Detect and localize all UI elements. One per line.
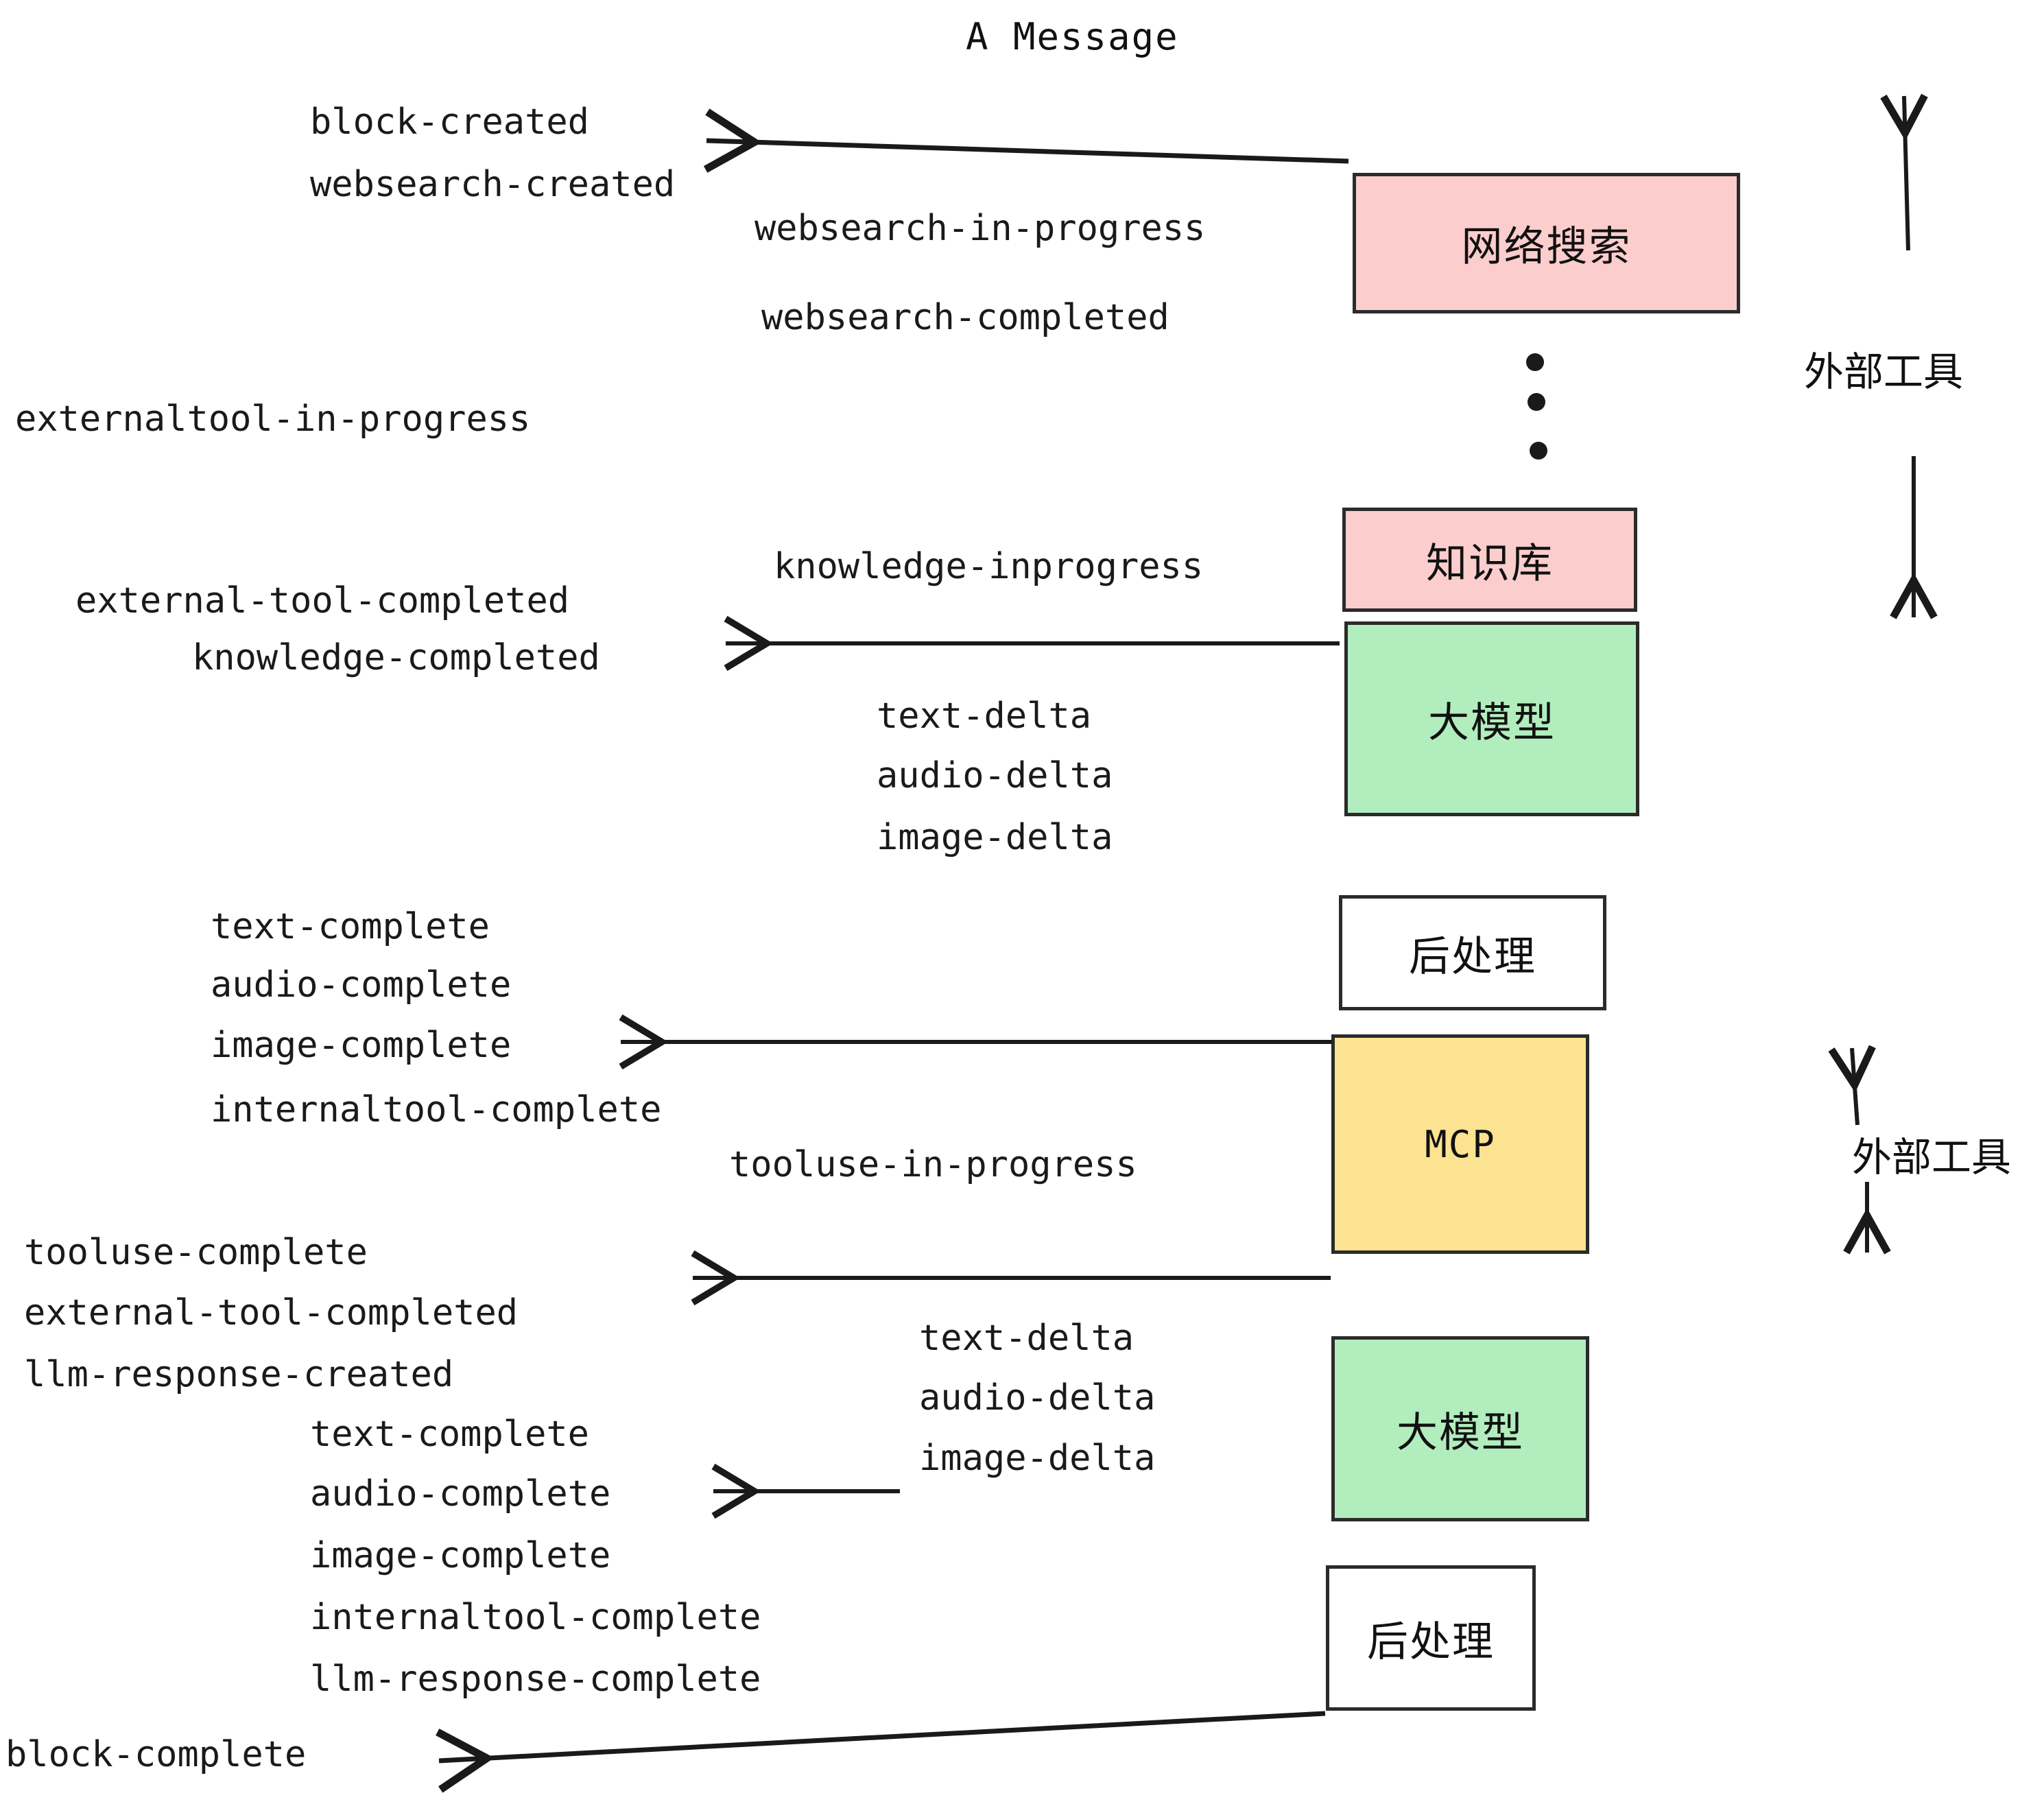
ellipsis-dot-1 bbox=[1526, 353, 1544, 371]
event-audio-delta-1: audio-delta bbox=[877, 755, 1113, 796]
ellipsis-dot-2 bbox=[1528, 393, 1545, 411]
box-mcp[interactable]: MCP bbox=[1331, 1034, 1589, 1254]
box-llm-2[interactable]: 大模型 bbox=[1331, 1336, 1589, 1521]
diagram-title: A Message bbox=[966, 15, 1179, 58]
event-text-complete-1: text-complete bbox=[211, 906, 490, 947]
event-audio-complete-2: audio-complete bbox=[310, 1473, 611, 1515]
arrow-websearch-to-block-created bbox=[706, 141, 1349, 161]
box-llm-1-label: 大模型 bbox=[1428, 698, 1556, 747]
side-label-external-tools-top: 外部工具 bbox=[1804, 348, 1964, 395]
box-postprocess-1[interactable]: 后处理 bbox=[1339, 895, 1606, 1010]
arrow-postprocess-2-to-block-complete bbox=[439, 1711, 1326, 1761]
event-tooluse-complete: tooluse-complete bbox=[24, 1232, 368, 1273]
event-knowledge-completed: knowledge-completed bbox=[192, 637, 600, 678]
event-externaltool-in-progress: externaltool-in-progress bbox=[15, 399, 531, 440]
event-image-delta-2: image-delta bbox=[919, 1438, 1156, 1479]
event-audio-complete-1: audio-complete bbox=[211, 964, 512, 1006]
event-text-delta-2: text-delta bbox=[919, 1318, 1134, 1359]
box-postprocess-1-label: 后处理 bbox=[1409, 932, 1536, 981]
event-knowledge-inprogress: knowledge-inprogress bbox=[774, 546, 1204, 587]
event-llm-response-created: llm-response-created bbox=[24, 1354, 454, 1395]
box-llm-2-label: 大模型 bbox=[1397, 1408, 1524, 1457]
event-block-created: block-created bbox=[310, 102, 589, 143]
event-llm-response-complete: llm-response-complete bbox=[310, 1659, 761, 1700]
event-internaltool-complete-2: internaltool-complete bbox=[310, 1597, 761, 1638]
event-block-complete: block-complete bbox=[5, 1734, 307, 1775]
box-postprocess-2[interactable]: 后处理 bbox=[1326, 1565, 1536, 1711]
box-websearch-label: 网络搜索 bbox=[1461, 223, 1632, 271]
event-websearch-completed: websearch-completed bbox=[761, 297, 1169, 338]
arrow-external-tools-bottom-up bbox=[1852, 1048, 1857, 1126]
event-websearch-in-progress: websearch-in-progress bbox=[754, 208, 1206, 249]
ellipsis-dot-3 bbox=[1530, 442, 1547, 460]
event-internaltool-complete-1: internaltool-complete bbox=[211, 1089, 662, 1130]
event-text-complete-2: text-complete bbox=[310, 1414, 589, 1455]
arrow-external-tools-top-up bbox=[1904, 96, 1908, 251]
event-tooluse-in-progress: tooluse-in-progress bbox=[729, 1144, 1137, 1185]
event-external-tool-completed-2: external-tool-completed bbox=[24, 1292, 519, 1333]
event-image-complete-1: image-complete bbox=[211, 1025, 512, 1066]
box-postprocess-2-label: 后处理 bbox=[1367, 1617, 1495, 1666]
box-llm-1[interactable]: 大模型 bbox=[1344, 621, 1639, 816]
side-label-external-tools-bottom: 外部工具 bbox=[1852, 1134, 2012, 1180]
event-audio-delta-2: audio-delta bbox=[919, 1377, 1156, 1419]
box-knowledge[interactable]: 知识库 bbox=[1342, 508, 1637, 612]
event-image-delta-1: image-delta bbox=[877, 817, 1113, 858]
event-websearch-created: websearch-created bbox=[310, 164, 676, 205]
event-image-complete-2: image-complete bbox=[310, 1535, 611, 1576]
box-mcp-label: MCP bbox=[1425, 1122, 1496, 1166]
event-external-tool-completed-1: external-tool-completed bbox=[75, 580, 570, 621]
event-text-delta-1: text-delta bbox=[877, 696, 1092, 737]
box-websearch[interactable]: 网络搜索 bbox=[1353, 173, 1740, 313]
box-knowledge-label: 知识库 bbox=[1426, 539, 1554, 588]
